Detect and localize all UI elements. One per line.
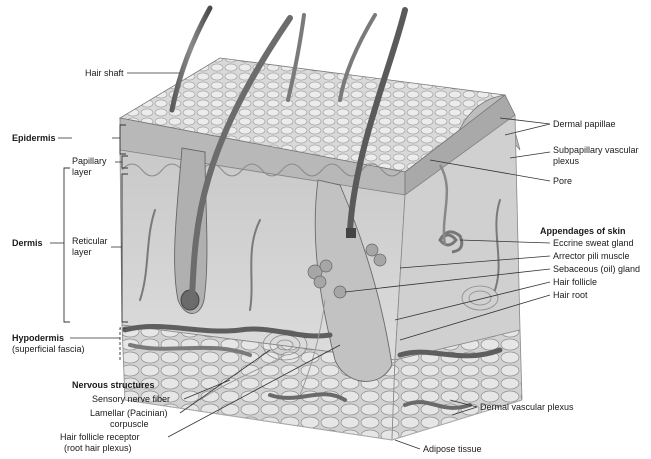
dermis-label: Dermis	[12, 238, 43, 248]
reticular-layer-label-1: Reticular	[72, 236, 108, 246]
sebaceous-gland-label: Sebaceous (oil) gland	[553, 264, 640, 274]
eccrine-sweat-gland-label: Eccrine sweat gland	[553, 238, 634, 248]
subpapillary-label-2: plexus	[553, 156, 580, 166]
hair-follicle-label: Hair follicle	[553, 277, 597, 287]
hair-follicle-receptor-label-2: (root hair plexus)	[64, 443, 132, 453]
subpapillary-label-1: Subpapillary vascular	[553, 145, 639, 155]
dermis-bracket	[64, 168, 70, 322]
reticular-layer-label-2: layer	[72, 247, 92, 257]
nervous-structures-heading: Nervous structures	[72, 380, 155, 390]
sensory-nerve-fiber-label: Sensory nerve fiber	[92, 394, 170, 404]
hair-shaft-label: Hair shaft	[85, 68, 124, 78]
hair-follicle-receptor-label-1: Hair follicle receptor	[60, 432, 140, 442]
pore-label: Pore	[553, 176, 572, 186]
lamellar-corpuscle-label-2: corpuscle	[110, 419, 149, 429]
arrector-pili-muscle-label: Arrector pili muscle	[553, 251, 630, 261]
dermal-papillae-label: Dermal papillae	[553, 119, 616, 129]
hypodermis-label: Hypodermis	[12, 333, 64, 343]
lamellar-corpuscle-label-1: Lamellar (Pacinian)	[90, 408, 168, 418]
superficial-fascia-label: (superficial fascia)	[12, 344, 85, 354]
epidermis-label: Epidermis	[12, 133, 56, 143]
adipose-tissue-label: Adipose tissue	[423, 444, 482, 454]
hair-root-marker	[346, 228, 356, 238]
papillary-layer-label-1: Papillary	[72, 156, 107, 166]
hair-root-label: Hair root	[553, 290, 588, 300]
skin-block	[120, 8, 522, 440]
papillary-layer-label-2: layer	[72, 167, 92, 177]
dermal-vascular-plexus-label: Dermal vascular plexus	[480, 402, 574, 412]
appendages-heading: Appendages of skin	[540, 226, 626, 236]
